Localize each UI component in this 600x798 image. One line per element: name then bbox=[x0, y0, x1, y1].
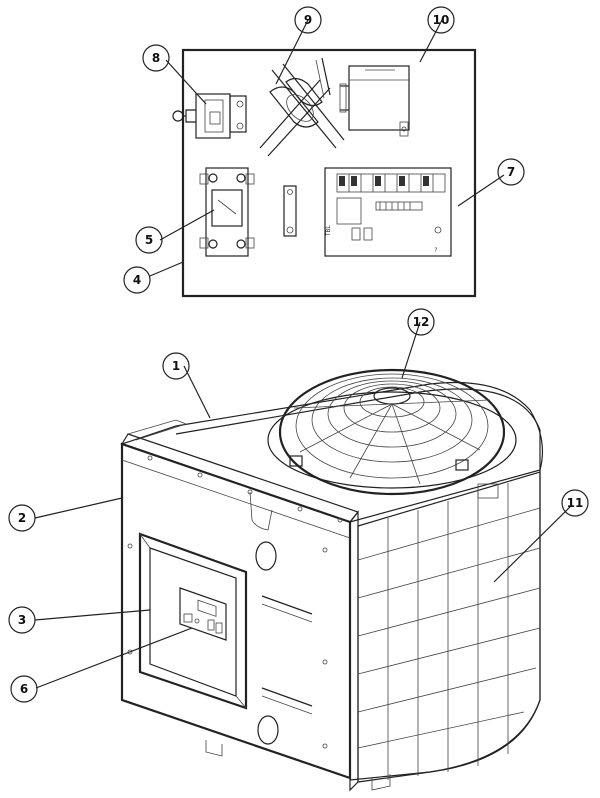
callout-7: 7 bbox=[497, 158, 525, 186]
callout-1-label: 1 bbox=[172, 359, 180, 373]
contactor bbox=[199, 167, 255, 257]
callout-12-label: 12 bbox=[413, 315, 430, 329]
callout-11-label: 11 bbox=[567, 496, 584, 510]
access-panel bbox=[138, 532, 248, 710]
callout-9: 9 bbox=[294, 6, 322, 34]
callout-3-label: 3 bbox=[18, 613, 26, 627]
callout-1: 1 bbox=[162, 352, 190, 380]
callout-5-label: 5 bbox=[145, 233, 153, 247]
leader-lines bbox=[34, 19, 573, 689]
callout-4-label: 4 bbox=[133, 273, 141, 287]
control-display bbox=[179, 587, 227, 641]
callout-8-label: 8 bbox=[152, 51, 160, 65]
callout-7-label: 7 bbox=[507, 165, 515, 179]
callout-6-label: 6 bbox=[20, 682, 28, 696]
callout-5: 5 bbox=[135, 226, 163, 254]
board-mark-a: TBL bbox=[325, 225, 332, 236]
callout-3: 3 bbox=[8, 606, 36, 634]
coil-grille bbox=[357, 471, 541, 783]
control-panel: TBL ? bbox=[172, 48, 477, 298]
rail-screws bbox=[147, 455, 343, 523]
callout-2-label: 2 bbox=[18, 511, 26, 525]
callout-10-label: 10 bbox=[433, 13, 450, 27]
panel-details bbox=[127, 491, 328, 749]
callout-9-label: 9 bbox=[304, 13, 312, 27]
callout-2: 2 bbox=[8, 504, 36, 532]
capacitor bbox=[339, 65, 410, 137]
terminal-strip bbox=[283, 185, 297, 237]
relay-switch bbox=[172, 93, 247, 139]
fan-guard bbox=[267, 368, 517, 496]
board-mark-b: ? bbox=[434, 247, 438, 254]
callout-12: 12 bbox=[407, 308, 435, 336]
callout-6: 6 bbox=[10, 675, 38, 703]
heat-pump-unit bbox=[120, 368, 544, 792]
transformer bbox=[259, 57, 345, 157]
callout-10: 10 bbox=[427, 6, 455, 34]
callout-4: 4 bbox=[123, 266, 151, 294]
control-board: TBL ? bbox=[324, 167, 452, 257]
callout-11: 11 bbox=[561, 489, 589, 517]
callout-8: 8 bbox=[142, 44, 170, 72]
